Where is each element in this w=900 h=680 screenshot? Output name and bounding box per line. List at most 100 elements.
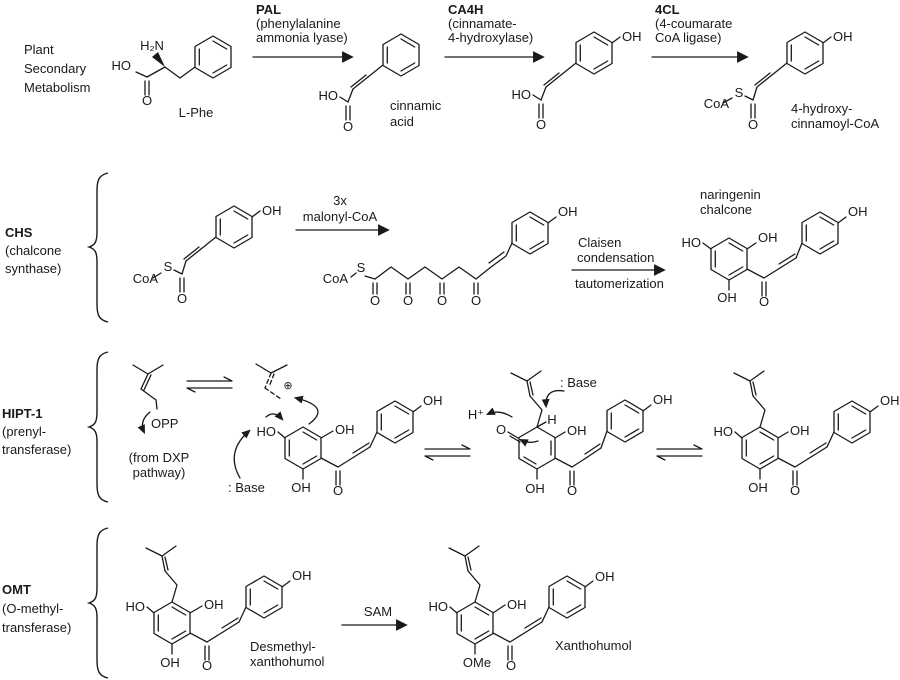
molecule-allyl-cation: ⊕ xyxy=(255,363,319,425)
molecule-name-line2: xanthohumol xyxy=(250,654,325,669)
intro-line1: Plant xyxy=(24,42,54,57)
atom-ho: HO xyxy=(429,599,449,614)
atom-s: S xyxy=(164,259,173,274)
atom-coa: CoA xyxy=(323,271,349,286)
molecule-name: L-Phe xyxy=(179,105,214,120)
intro-line2: Secondary xyxy=(24,61,87,76)
curved-arrow-ring-to-cation xyxy=(293,395,319,425)
molecule-l-phe: H₂N HO O L-Phe xyxy=(112,35,232,120)
atom-h2n: H₂N xyxy=(140,38,164,53)
molecule-chalcone-attack: HO : Base OH OH O OH xyxy=(228,393,443,498)
atom-o1: O xyxy=(370,293,380,308)
enzyme-hipt-detail1: (prenyl- xyxy=(2,424,46,439)
malonyl-line2: malonyl-CoA xyxy=(303,209,378,224)
molecule-polyketide: CoA S O O O O OH xyxy=(323,204,578,308)
brace-hipt xyxy=(86,351,109,503)
atom-coa: CoA xyxy=(704,96,730,111)
atom-oh: OH xyxy=(558,204,578,219)
curved-arrow-h-leaving xyxy=(485,407,513,418)
atom-opp: OPP xyxy=(151,416,178,431)
atom-oh-top: OH xyxy=(758,230,778,245)
reaction-ca4h: CA4H (cinnamate- 4-hydroxylase) xyxy=(444,2,545,63)
claisen-line2: condensation xyxy=(577,250,654,265)
molecule-name-line1: naringenin xyxy=(700,187,761,202)
molecule-coumaric-acid: OH HO O xyxy=(512,29,642,132)
curved-arrow-base-to-ho xyxy=(233,429,251,479)
sam-label: SAM xyxy=(364,604,392,619)
atom-o: O xyxy=(202,658,212,673)
curved-arrow-opp-leaving xyxy=(137,411,151,435)
atom-oh-bottom: OH xyxy=(748,480,768,495)
atom-o-left: O xyxy=(496,422,506,437)
molecule-naringenin-chalcone: naringenin chalcone HO OH OH O OH xyxy=(682,187,868,309)
atom-o: O xyxy=(536,117,546,132)
molecule-name-line1: Desmethyl- xyxy=(250,639,316,654)
atom-o: O xyxy=(567,483,577,498)
molecule-prenyl-opp: OPP (from DXP pathway) xyxy=(129,364,190,480)
claisen-line1: Claisen xyxy=(578,235,621,250)
molecule-coumaroyl-coa: OH S CoA O 4-hydroxy- cinnamoyl-CoA xyxy=(704,29,880,132)
brace-chs xyxy=(86,172,109,323)
atom-ho: HO xyxy=(112,58,132,73)
atom-o: O xyxy=(177,291,187,306)
enzyme-4cl-detail2: CoA ligase) xyxy=(655,30,721,45)
atom-oh-phenol: OH xyxy=(848,204,868,219)
enzyme-omt-detail2: transferase) xyxy=(2,620,71,635)
enzyme-4cl: 4CL xyxy=(655,2,680,17)
atom-oh: OH xyxy=(262,203,282,218)
atom-oh-bottom: OH xyxy=(291,480,311,495)
enzyme-pal-detail1: (phenylalanine xyxy=(256,16,341,31)
atom-oh-phenol: OH xyxy=(880,393,900,408)
proton-label: H⁺ xyxy=(468,407,484,422)
atom-o3: O xyxy=(437,293,447,308)
enzyme-omt-detail1: (O-methyl- xyxy=(2,601,63,616)
enzyme-block-chs: CHS (chalcone synthase) xyxy=(5,172,109,323)
molecule-desmethylxanthohumol: HO OH OH O OH Desmethyl- xanthohumol xyxy=(126,545,325,673)
dxp-note-line1: (from DXP xyxy=(129,450,190,465)
enzyme-chs: CHS xyxy=(5,225,33,240)
equilibrium-arrow-3 xyxy=(656,444,703,461)
equilibrium-arrow-1 xyxy=(186,376,233,393)
atom-oh-bottom: OH xyxy=(160,655,180,670)
atom-ho: HO xyxy=(319,88,339,103)
enzyme-pal: PAL xyxy=(256,2,281,17)
atom-oh-bottom: OH xyxy=(525,481,545,496)
atom-s: S xyxy=(357,260,366,275)
enzyme-pal-detail2: ammonia lyase) xyxy=(256,30,348,45)
atom-ho: HO xyxy=(257,424,277,439)
reaction-claisen: Claisen condensation tautomerization xyxy=(571,235,666,291)
atom-oh-phenol: OH xyxy=(653,392,673,407)
atom-o: O xyxy=(790,483,800,498)
atom-ho: HO xyxy=(512,87,532,102)
enzyme-omt: OMT xyxy=(2,582,31,597)
curved-arrow-ring-electrons xyxy=(518,438,539,447)
atom-o4: O xyxy=(471,293,481,308)
brace-omt xyxy=(86,527,109,679)
enzyme-hipt: HIPT-1 xyxy=(2,406,42,421)
atom-s: S xyxy=(735,85,744,100)
atom-o: O xyxy=(506,658,516,673)
atom-oh-phenol: OH xyxy=(292,568,312,583)
enzyme-4cl-detail1: (4-coumarate xyxy=(655,16,732,31)
reaction-pal: PAL (phenylalanine ammonia lyase) xyxy=(252,2,354,63)
malonyl-line1: 3x xyxy=(333,193,347,208)
atom-oh-top: OH xyxy=(567,423,587,438)
molecule-cinnamic-acid: HO O cinnamic acid xyxy=(319,33,442,134)
dxp-note-line2: pathway) xyxy=(133,465,186,480)
enzyme-block-hipt: HIPT-1 (prenyl- transferase) xyxy=(2,351,109,503)
molecule-name-line2: cinnamoyl-CoA xyxy=(791,116,879,131)
atom-ho: HO xyxy=(682,235,702,250)
atom-h: H xyxy=(547,412,556,427)
molecule-name-line2: chalcone xyxy=(700,202,752,217)
atom-oh-bottom: OH xyxy=(717,290,737,305)
base-label: : Base xyxy=(228,480,265,495)
atom-oh-top: OH xyxy=(507,597,527,612)
reaction-sam: SAM xyxy=(341,604,408,631)
molecule-name: Xanthohumol xyxy=(555,638,632,653)
reaction-4cl: 4CL (4-coumarate CoA ligase) xyxy=(651,2,749,63)
atom-o: O xyxy=(333,483,343,498)
intro-label: Plant Secondary Metabolism xyxy=(24,42,90,95)
enzyme-chs-detail1: (chalcone xyxy=(5,243,61,258)
